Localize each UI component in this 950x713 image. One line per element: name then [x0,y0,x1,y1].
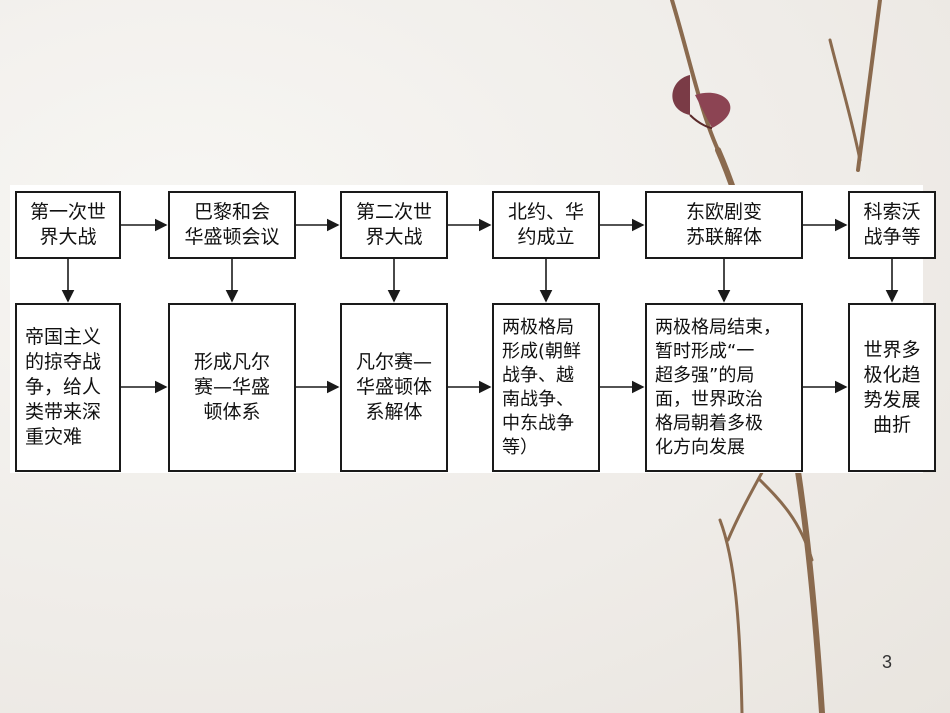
butterfly-icon [672,75,731,129]
bottom-box-3: 凡尔赛— 华盛顿体 系解体 [340,303,448,472]
top-box-3: 第二次世 界大战 [340,191,448,259]
top-box-2: 巴黎和会 华盛顿会议 [168,191,296,259]
top-box-1: 第一次世 界大战 [15,191,121,259]
bottom-box-1: 帝国主义 的掠夺战 争，给人 类带来深 重灾难 [15,303,121,472]
bottom-box-6: 世界多 极化趋 势发展 曲折 [848,303,936,472]
bottom-box-2: 形成凡尔 赛—华盛 顿体系 [168,303,296,472]
top-box-5: 东欧剧变 苏联解体 [645,191,803,259]
top-box-4: 北约、华 约成立 [492,191,600,259]
top-box-6: 科索沃 战争等 [848,191,936,259]
page-number: 3 [881,652,892,672]
bottom-box-5: 两极格局结束， 暂时形成“一 超多强”的局 面，世界政治 格局朝着多极 化方向发… [645,303,803,472]
bottom-box-4: 两极格局 形成(朝鲜 战争、越 南战争、 中东战争 等） [492,303,600,472]
